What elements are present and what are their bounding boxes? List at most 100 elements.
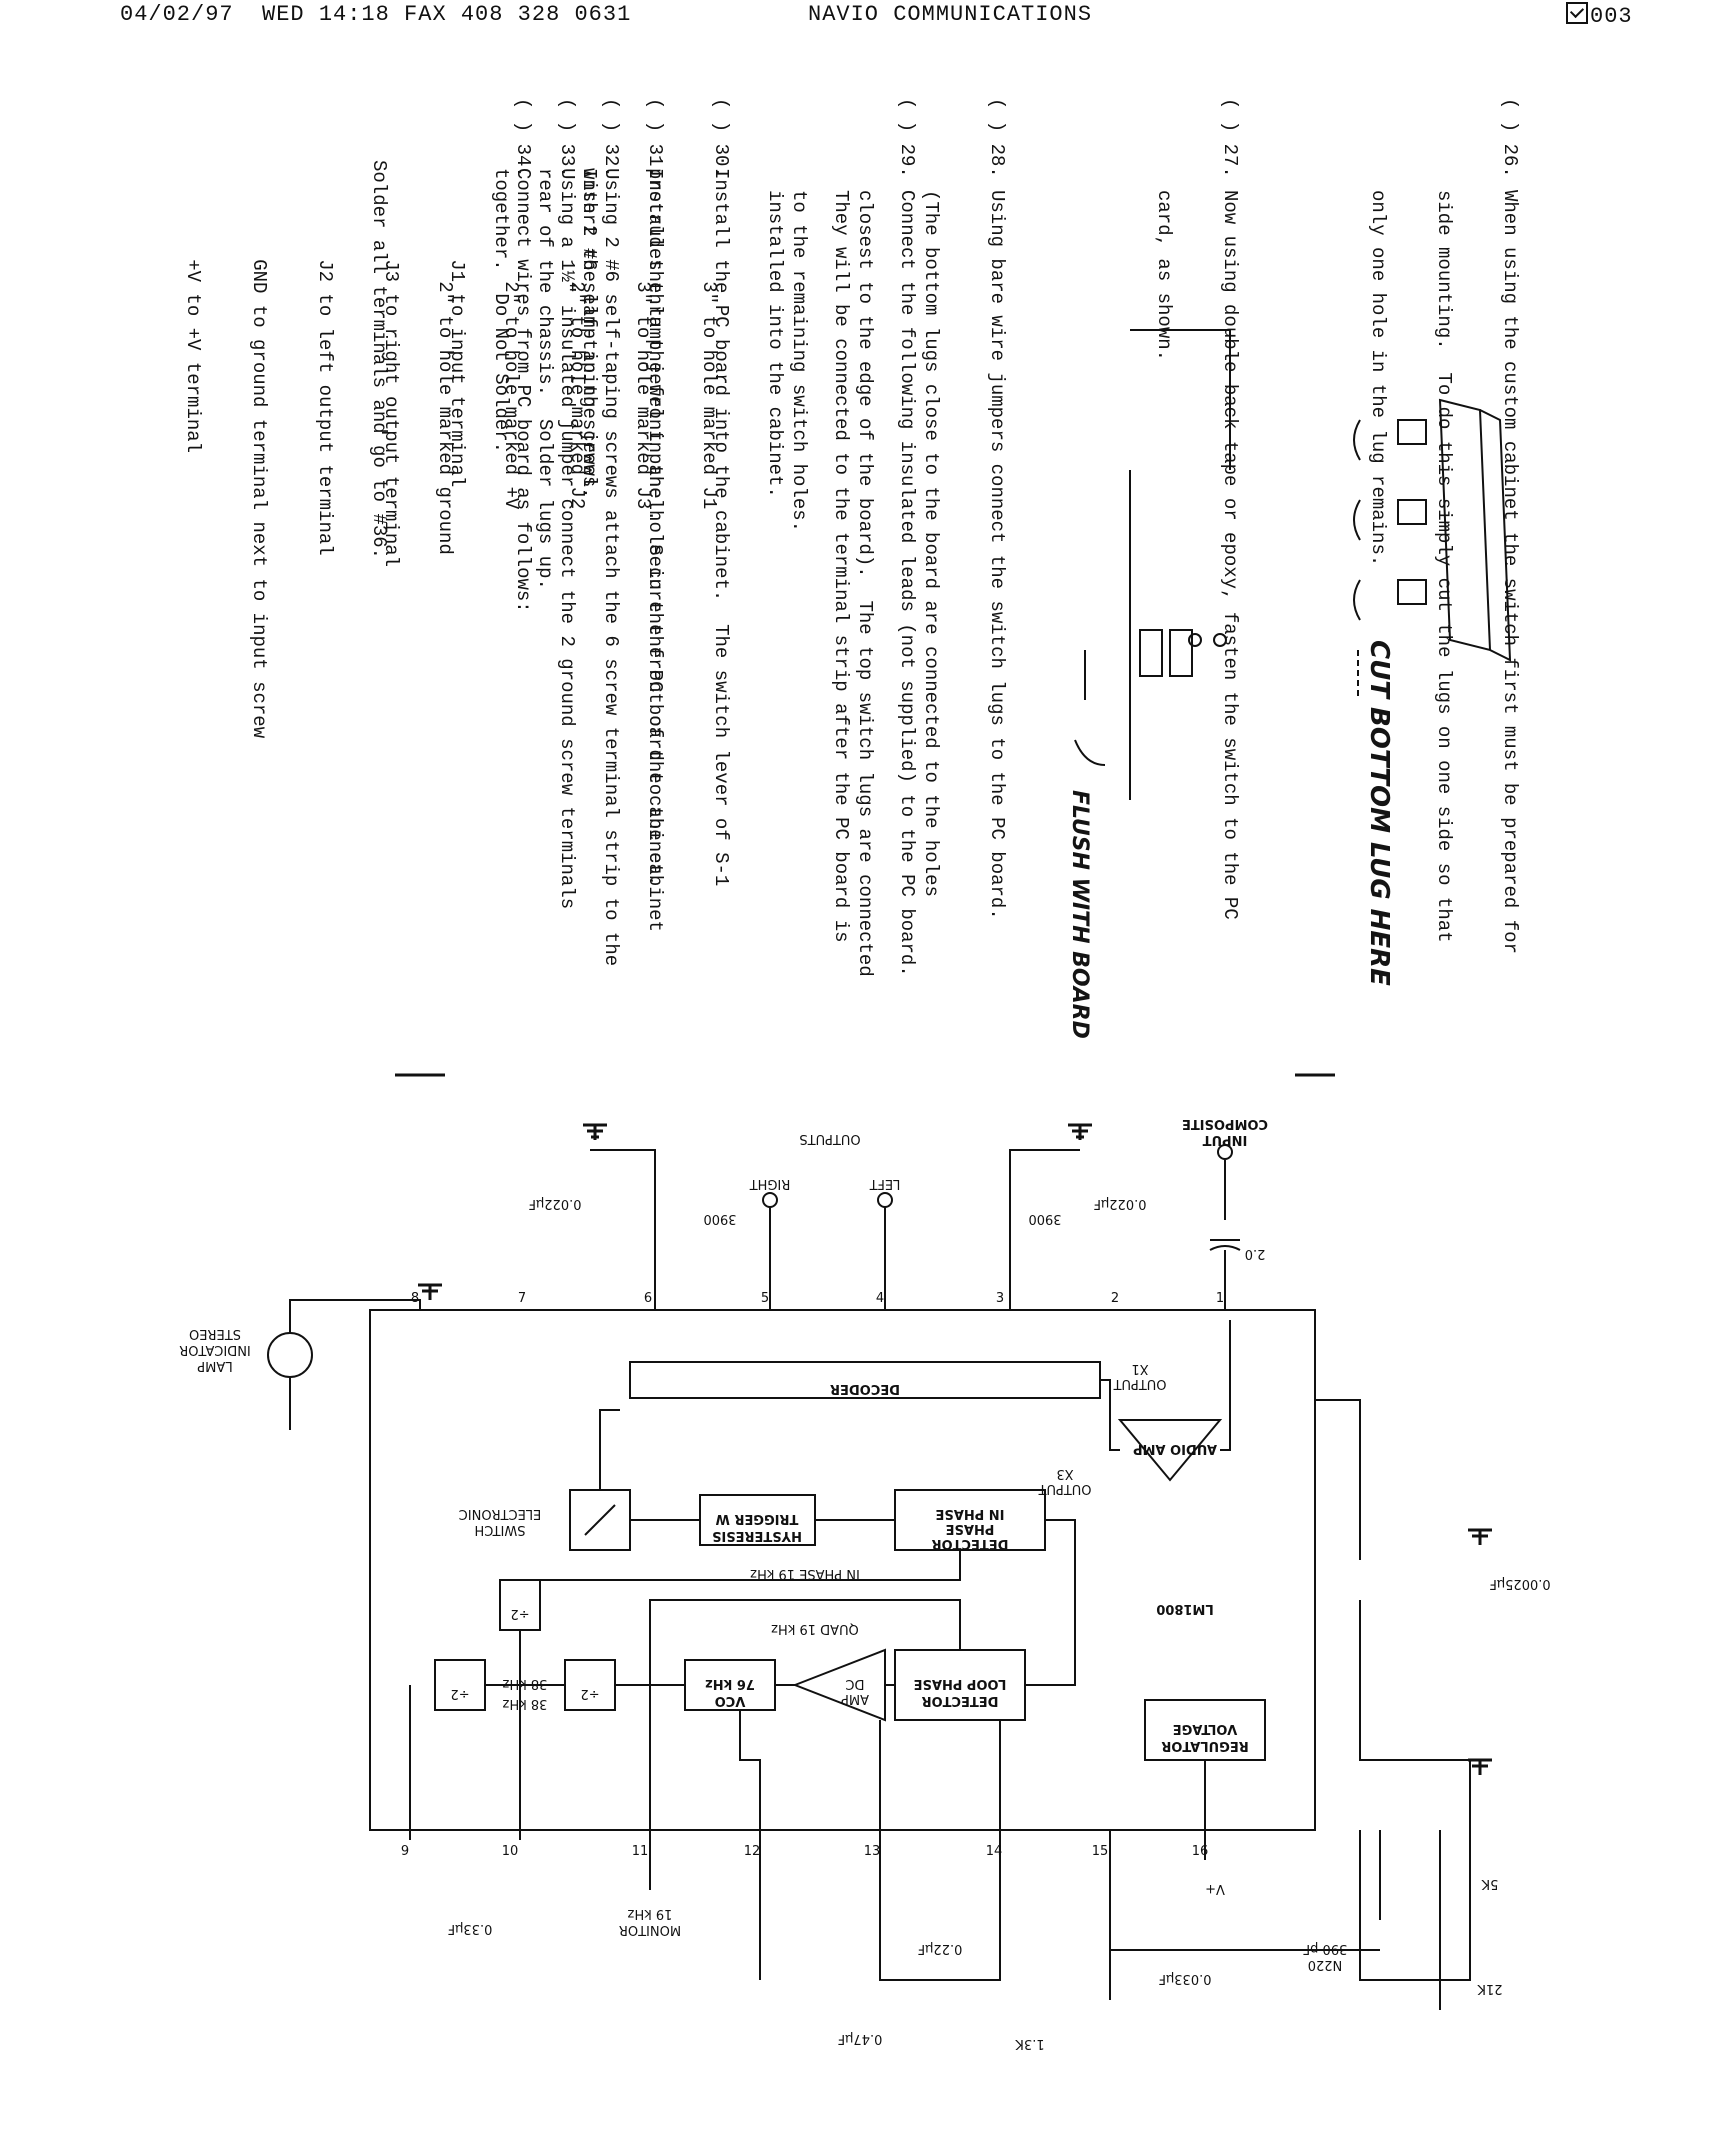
c-033b-value: 0.33μF: [448, 1921, 493, 1936]
stereo-lamp: [267, 1332, 313, 1378]
composite-input-terminal: [1217, 1144, 1233, 1160]
output-leads: [769, 1207, 886, 1250]
page-check-icon: [1566, 2, 1588, 24]
stereo-lamp-label-3: LAMP: [197, 1358, 233, 1373]
input-path: [1220, 1320, 1231, 1451]
r-21k-value: 21K: [1477, 1981, 1503, 1996]
flush-arrow: [1074, 739, 1106, 766]
div2-block-b: [564, 1659, 616, 1711]
c-047-value: 0.47μF: [838, 2031, 883, 2046]
x1-output-label-2: OUTPUT: [1113, 1376, 1166, 1391]
switch-body-side: [1479, 409, 1512, 662]
right-output-terminal: [762, 1192, 778, 1208]
left-label: LEFT: [870, 1176, 901, 1191]
loop-detector-label-1: LOOP PHASE: [914, 1676, 1007, 1691]
output-loads: [590, 1149, 1080, 1250]
inphase-19k-path: [540, 1550, 961, 1581]
pin12-path: [739, 1710, 761, 1840]
pin-4: 4: [876, 1291, 884, 1306]
pin-3: 3: [996, 1291, 1004, 1306]
composite-label-1: COMPOSITE: [1182, 1116, 1268, 1131]
regulator-label-2: REGULATOR: [1161, 1738, 1248, 1753]
lamp-lead: [289, 1299, 421, 1333]
pin-15: 15: [1092, 1844, 1109, 1859]
switch-pivot-2: [1188, 633, 1202, 647]
right-label: RIGHT: [750, 1176, 791, 1191]
c-390-value-2: N220: [1308, 1957, 1343, 1972]
decoder-label: DECODER: [830, 1381, 900, 1396]
switch-lug-2: [1397, 499, 1427, 525]
pin-8: 8: [411, 1291, 419, 1306]
stereo-lamp-label-1: STEREO: [189, 1326, 241, 1341]
ground-icon-pot: [1468, 1758, 1492, 1775]
regulator-label-1: VOLTAGE: [1173, 1721, 1238, 1736]
switch-case-sketch: [1169, 629, 1193, 677]
pin-14: 14: [986, 1844, 1003, 1859]
dc-amp-label-1: DC: [845, 1676, 864, 1691]
dc-amp-label-2: AMP: [841, 1691, 869, 1706]
switch-lug-hooks: [1353, 419, 1361, 621]
div2-label-b: ÷2: [580, 1686, 599, 1701]
switch-case-sketch-2: [1139, 629, 1163, 677]
loop-detector-label-2: DETECTOR: [922, 1693, 999, 1708]
r-right-value: 3900: [703, 1211, 736, 1226]
quad-19k-label: QUAD 19 kHz: [771, 1621, 859, 1636]
ground-icon-pin8: [418, 1283, 442, 1300]
vco-label-1: 76 kHz: [705, 1676, 755, 1691]
ground-icon-right: [583, 1123, 607, 1140]
output-pins: [654, 1250, 1011, 1310]
switch-label-2: SWITCH: [475, 1522, 526, 1537]
chip-outline: [369, 1309, 1316, 1831]
r-5k-value: 5K: [1481, 1876, 1498, 1891]
inphase-detector-label-3: DETECTOR: [932, 1536, 1009, 1551]
pin-13: 13: [864, 1844, 881, 1859]
vplus-label: V+: [1205, 1881, 1225, 1896]
pll-filter-loop: [879, 1840, 1001, 1981]
ground-icon-top-cap: [1468, 1528, 1492, 1545]
audio-amp-label: AUDIO AMP: [1133, 1441, 1217, 1456]
fax-header-page: 003: [1566, 2, 1633, 29]
ext-network: [1315, 1399, 1471, 1981]
div2-block-a: [499, 1579, 541, 1631]
switch-label-1: ELECTRONIC: [459, 1506, 542, 1521]
x1-output-label-1: X1: [1131, 1361, 1148, 1376]
trigger-label-2: HYSTERESIS: [712, 1528, 802, 1543]
fax-header-sender: NAVIO COMMUNICATIONS: [808, 2, 1093, 27]
c-right-value: 0.022μF: [529, 1196, 582, 1211]
switch-to-decoder: [599, 1409, 620, 1490]
pin-9: 9: [401, 1844, 409, 1859]
inphase-19k-label: IN PHASE 19 kHz: [750, 1566, 860, 1581]
switch-pivot-1: [1213, 633, 1227, 647]
pin-1: 1: [1216, 1291, 1224, 1306]
inphase-detector-label-1: IN PHASE: [936, 1506, 1005, 1521]
amp-to-decoder: [1100, 1379, 1120, 1451]
cin-plate-b: [1209, 1245, 1241, 1251]
trigger-label-1: TRIGGER W: [716, 1511, 799, 1526]
chip-label: LM1800: [1156, 1601, 1213, 1616]
switch-contact: [584, 1504, 616, 1536]
vco-label-2: VCO: [715, 1693, 746, 1708]
div2-label-a: ÷2: [510, 1606, 529, 1621]
pin-16: 16: [1192, 1844, 1209, 1859]
c-022-value: 0.22μF: [918, 1941, 963, 1956]
board-side-outline: [1129, 329, 1231, 800]
switch-lug-3: [1397, 579, 1427, 605]
inphase-detector-label-2: PHASE: [946, 1521, 995, 1536]
pin-12: 12: [744, 1844, 761, 1859]
c-in-value: 2.0: [1245, 1246, 1266, 1261]
switch-lug-1: [1397, 419, 1427, 445]
div2-label-c: ÷2: [450, 1686, 469, 1701]
fax-header-datetime: 04/02/97 WED 14:18 FAX 408 328 0631: [120, 2, 632, 27]
ext-resistors: [1379, 1830, 1441, 2010]
pin-2: 2: [1111, 1291, 1119, 1306]
outputs-label: OUTPUTS: [799, 1131, 860, 1146]
ground-icon-left: [1068, 1123, 1092, 1140]
38k-label-b: 38 kHz: [502, 1696, 547, 1711]
pin-10: 10: [502, 1844, 519, 1859]
r-left-value: 3900: [1028, 1211, 1061, 1226]
r-13k-value: 1.3K: [1015, 2036, 1045, 2051]
c-390-value-1: 390 pF: [1303, 1941, 1348, 1956]
monitor-label-1: 19 kHz: [627, 1906, 672, 1921]
